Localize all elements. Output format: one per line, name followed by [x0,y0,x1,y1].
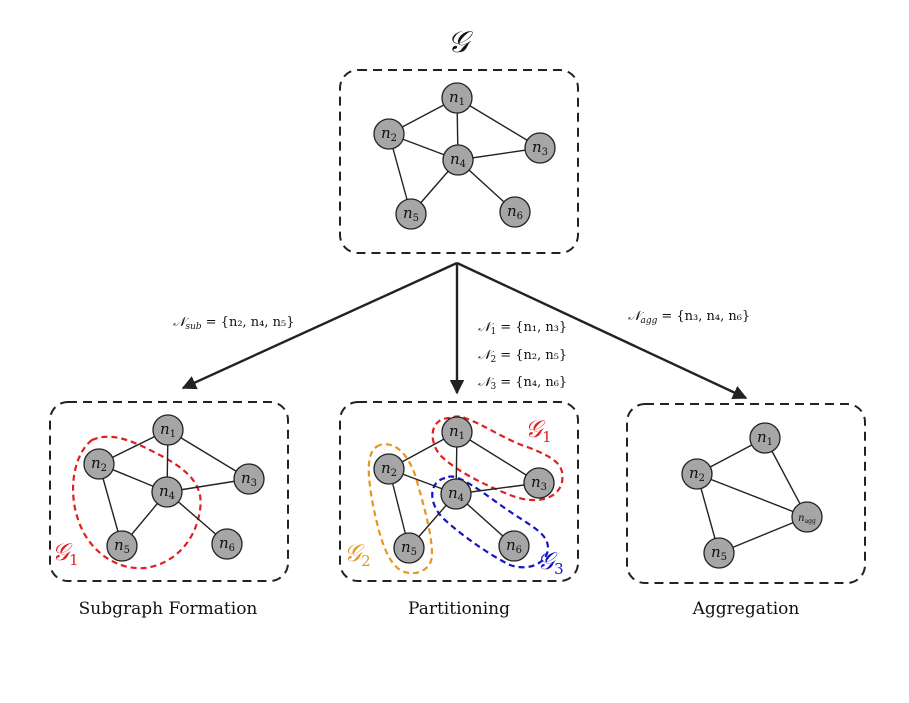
left-node-label-n6: n6 [219,534,235,554]
group-outline-sub-g1 [72,435,202,570]
top-node-n2: n2 [373,118,405,150]
label-n-agg: 𝒩agg= {n₃, n₄, n₆} [628,309,750,326]
label-n1: 𝒩1= {n₁, n₃} [478,320,567,337]
panel-subgraph [49,401,289,582]
agg-node-n2: n2 [681,458,713,490]
agg-node-n1: n1 [749,422,781,454]
agg-edge-n2-nagg [696,473,808,518]
agg-edge-n5-nagg [718,516,808,554]
mid-node-n6: n6 [498,530,530,562]
caption-aggregation: Aggregation [692,599,800,619]
mid-node-n3: n3 [523,467,555,499]
left-node-label-n4: n4 [159,482,175,502]
left-node-n1: n1 [152,414,184,446]
agg-node-label-n2: n2 [689,464,705,484]
mid-node-label-n6: n6 [506,536,522,556]
graph-original: n1 n2 n3 n4 n5 n6 [373,82,556,230]
left-node-n6: n6 [211,528,243,560]
group-outline-part-g2 [367,443,434,575]
top-node-label-n6: n6 [507,202,523,222]
group-label-part-g2: 𝒢2 [344,539,371,570]
panel-aggregation [626,403,866,584]
top-node-label-n1: n1 [449,88,465,108]
group-outline-part-g1 [431,415,564,502]
agg-node-label-nagg: nagg [798,513,816,525]
top-edge-n1-n3 [456,97,541,149]
mid-node-n1: n1 [441,416,473,448]
left-node-label-n5: n5 [114,536,130,556]
top-node-label-n4: n4 [450,150,466,170]
left-node-label-n3: n3 [241,469,257,489]
arrow-aggregation [456,261,748,400]
left-node-n3: n3 [233,463,265,495]
group-label-part-g3: 𝒢3 [537,547,564,578]
agg-node-label-n5: n5 [711,543,727,563]
agg-node-label-n1: n1 [757,428,773,448]
caption-partitioning: Partitioning [408,599,510,619]
mid-node-n2: n2 [373,453,405,485]
group-outline-part-g3 [431,475,550,569]
top-node-n3: n3 [524,132,556,164]
left-node-n2: n2 [83,448,115,480]
panel-original [339,69,579,254]
left-node-n5: n5 [106,530,138,562]
panel-partitioning [339,401,579,582]
group-label-part-g1: 𝒢1 [525,415,552,446]
left-edge-n1-n3 [167,429,250,480]
graph-title: 𝒢 [447,25,473,60]
mid-node-n4: n4 [440,478,472,510]
label-n3: 𝒩3= {n₄, n₆} [478,375,567,392]
arrow-subgraph [181,261,458,390]
mid-edge-n1-n3 [456,431,540,484]
top-node-label-n3: n3 [532,138,548,158]
label-n2: 𝒩2= {n₂, n₅} [478,348,567,365]
graph-subgraph: n1 n2 n3 n4 n5 n6 [83,414,265,562]
group-label-sub-g1: 𝒢1 [52,538,79,569]
mid-node-label-n5: n5 [401,538,417,558]
graph-partitioning: n1 n2 n3 n4 n5 n6 [373,416,555,564]
left-node-label-n2: n2 [91,454,107,474]
left-node-label-n1: n1 [160,420,176,440]
agg-node-nagg: nagg [791,501,823,533]
mid-node-label-n2: n2 [381,459,397,479]
left-node-n4: n4 [151,476,183,508]
mid-node-label-n4: n4 [448,484,464,504]
agg-node-n5: n5 [703,537,735,569]
top-node-label-n2: n2 [381,124,397,144]
mid-node-label-n1: n1 [449,422,465,442]
mid-node-n5: n5 [393,532,425,564]
mid-node-label-n3: n3 [531,473,547,493]
top-node-n5: n5 [395,198,427,230]
top-node-n6: n6 [499,196,531,228]
caption-subgraph-formation: Subgraph Formation [79,599,258,619]
label-n-sub: 𝒩sub= {n₂, n₄, n₅} [173,315,295,332]
top-node-n4: n4 [442,144,474,176]
graph-aggregation: n1 n2 n5 nagg [681,422,823,569]
top-node-label-n5: n5 [403,204,419,224]
top-node-n1: n1 [441,82,473,114]
